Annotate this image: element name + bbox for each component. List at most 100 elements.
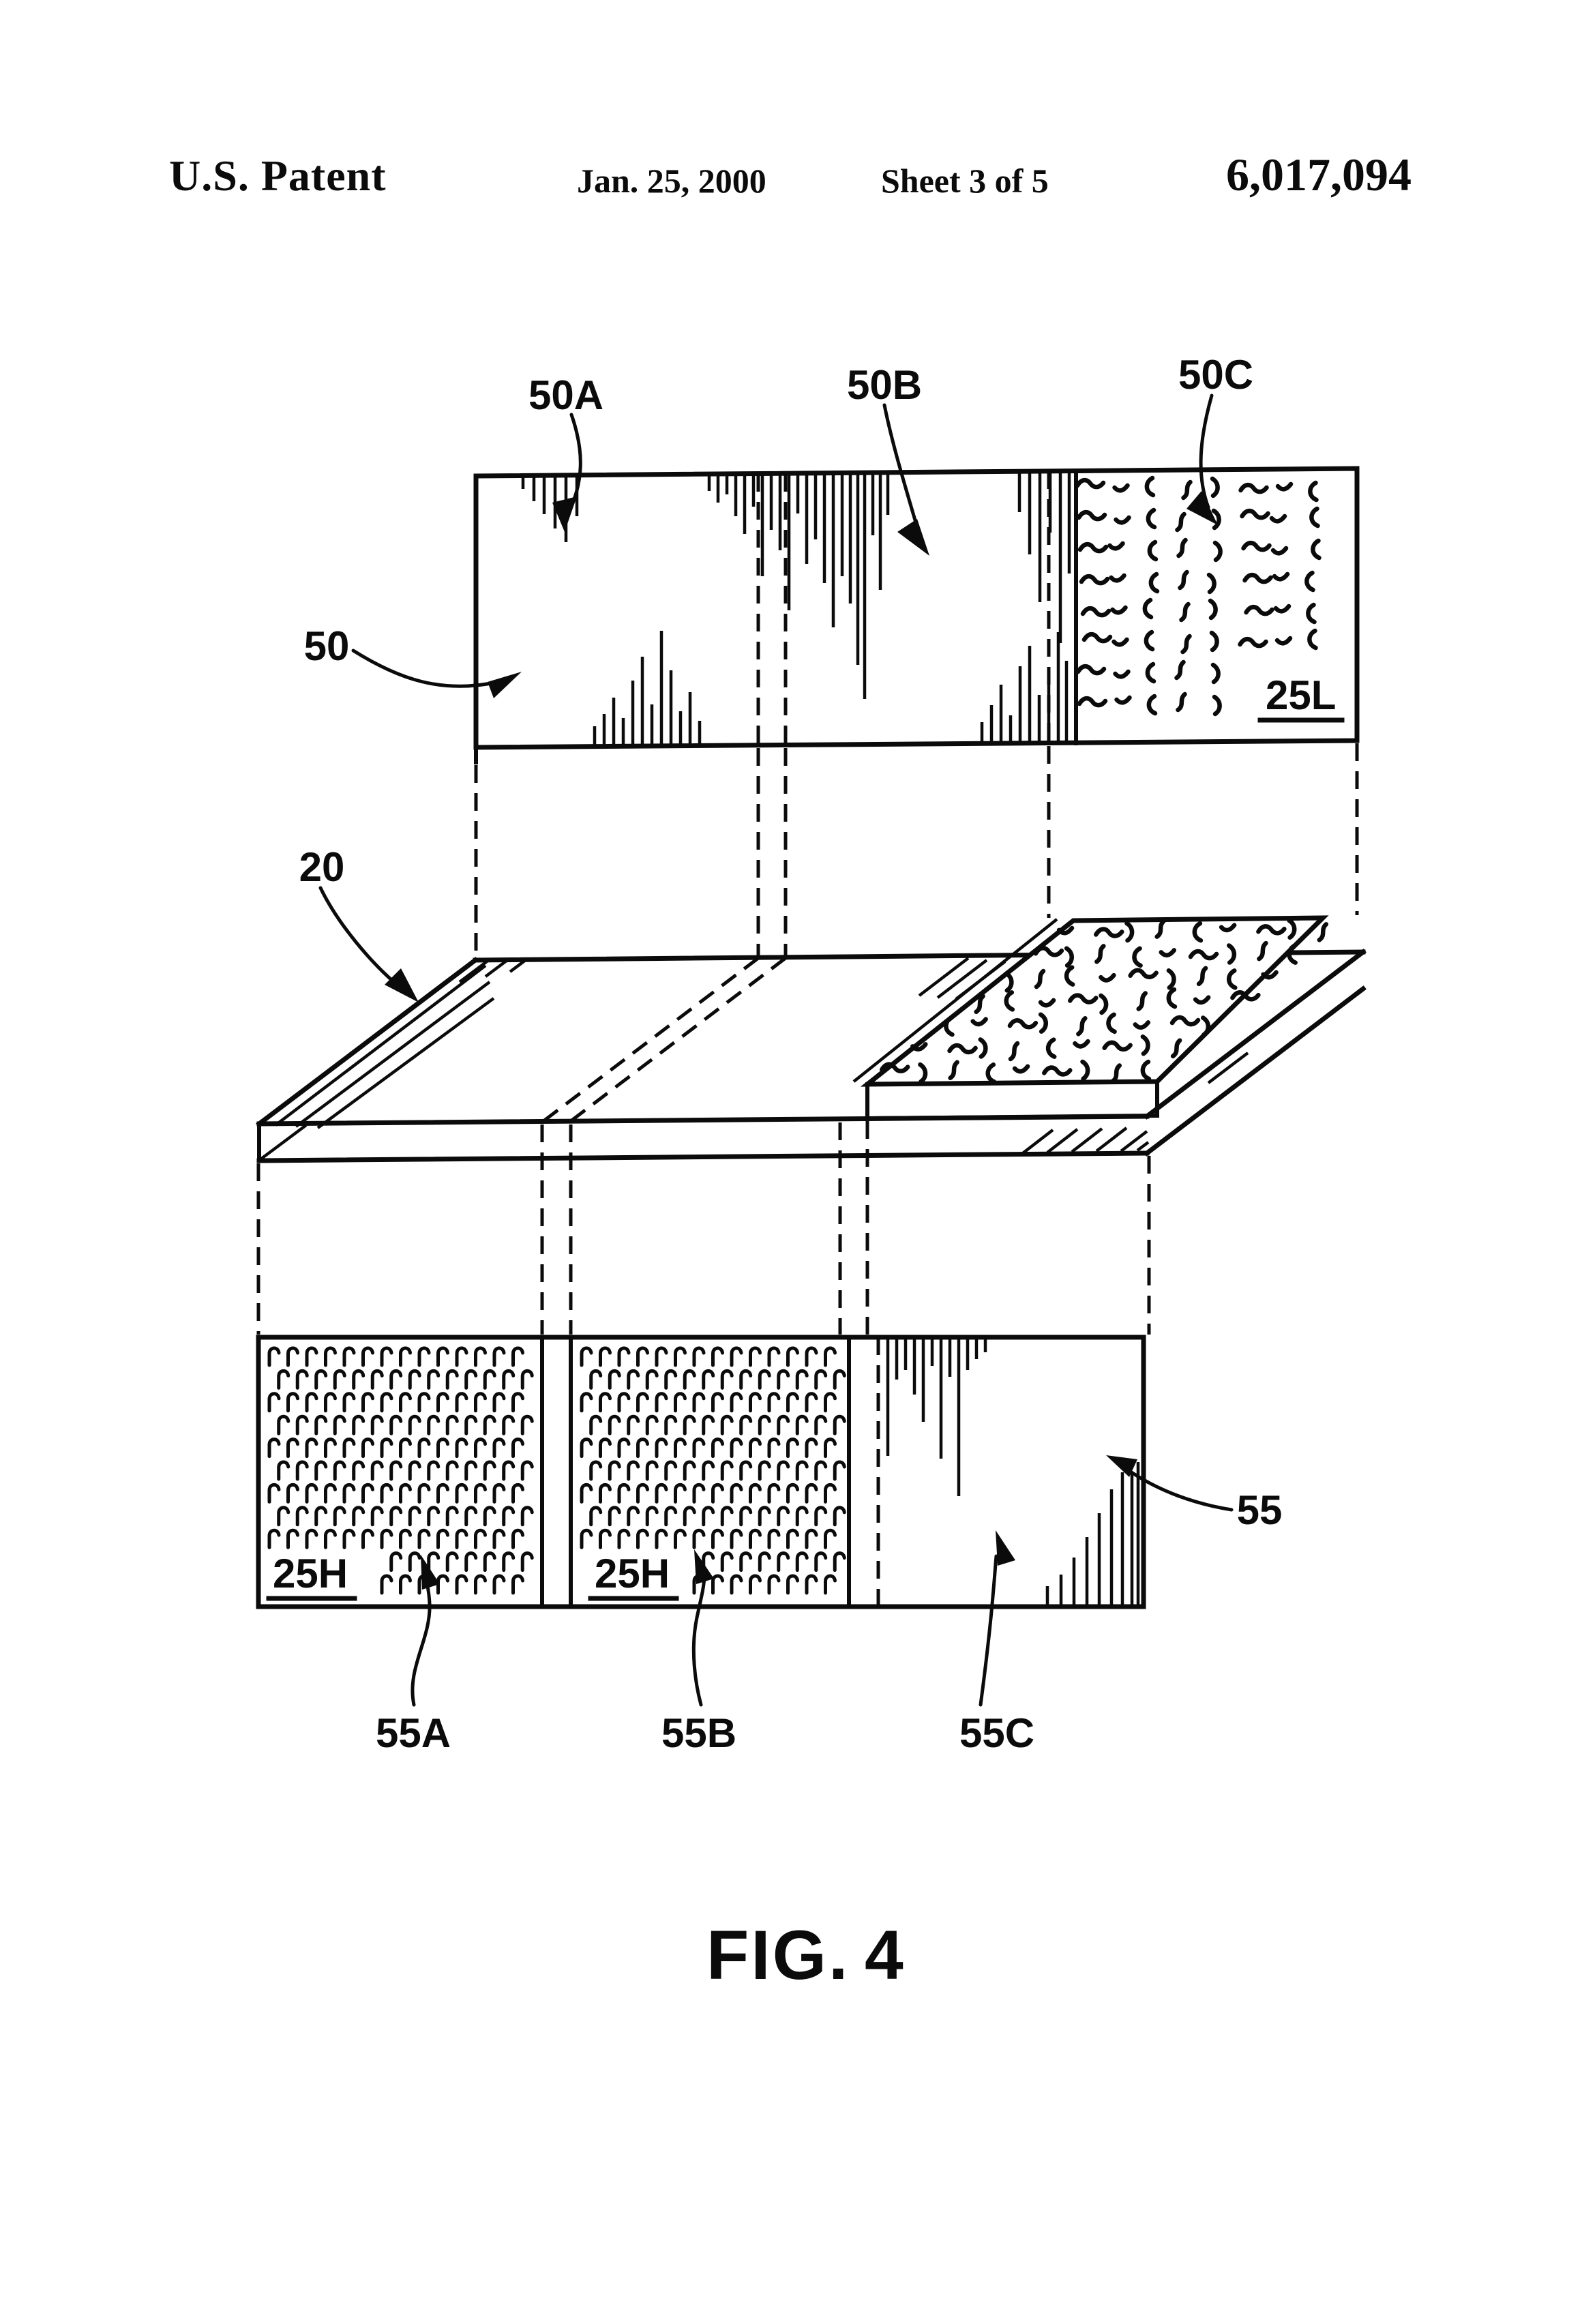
hook-glyph [749, 1574, 762, 1595]
loop-glyph [1145, 661, 1156, 684]
hook-glyph [455, 1574, 468, 1595]
loop-glyph [1111, 637, 1129, 647]
hook-glyph [342, 1483, 356, 1504]
hook-glyph [749, 1437, 762, 1459]
hook-glyph [492, 1574, 506, 1595]
loop-glyph [1170, 1038, 1182, 1059]
hook-glyph [342, 1437, 356, 1459]
hook-glyph [427, 1369, 441, 1390]
hook-glyph [692, 1437, 706, 1459]
arrowhead-50B [897, 519, 929, 556]
hook-glyph [417, 1437, 431, 1459]
patent-header-number: 6,017,094 [1226, 149, 1412, 200]
hook-glyph [655, 1483, 668, 1504]
hook-glyph [833, 1414, 846, 1435]
lower-web-hatch-lines [886, 1339, 1140, 1605]
hook-glyph [674, 1346, 687, 1367]
hook-glyph [824, 1483, 837, 1504]
hook-glyph [674, 1483, 687, 1504]
hook-glyph [720, 1369, 734, 1390]
ref-label-25H-a: 25H [273, 1551, 348, 1596]
substrate-20 [256, 915, 1367, 1163]
loop-glyph [1306, 602, 1317, 625]
hook-glyph [833, 1551, 846, 1573]
substrate-front-bottom-edge [256, 1150, 1150, 1163]
hook-glyph [389, 1369, 403, 1390]
ref-label-55C: 55C [959, 1710, 1034, 1756]
ref-label-25L: 25L [1266, 672, 1336, 718]
hook-glyph [711, 1392, 724, 1413]
loop-glyph [1045, 1037, 1057, 1059]
hook-glyph [645, 1369, 659, 1390]
hook-glyph [511, 1483, 524, 1504]
ref-label-50A: 50A [528, 372, 603, 418]
loop-glyph [1176, 691, 1187, 713]
hook-glyph [286, 1346, 299, 1367]
hook-glyph [739, 1414, 753, 1435]
ref-label-55B: 55B [661, 1710, 736, 1756]
arrowhead-50A [552, 496, 577, 532]
loop-glyph [1034, 968, 1046, 989]
hook-glyph [286, 1483, 299, 1504]
loop-glyph [1033, 946, 1064, 957]
hook-glyph [720, 1460, 734, 1481]
hook-glyph [380, 1346, 393, 1367]
loop-glyph [1004, 990, 1015, 1012]
loop-glyph [1099, 972, 1116, 983]
loop-glyph [1080, 606, 1111, 618]
hook-glyph [380, 1528, 393, 1549]
hook-glyph [739, 1551, 753, 1573]
loop-glyph [1261, 970, 1279, 980]
hook-glyph [464, 1369, 478, 1390]
loop-glyph [1193, 995, 1211, 1005]
hook-glyph [599, 1392, 612, 1413]
loop-glyph [1004, 971, 1014, 993]
hook-glyph [277, 1414, 290, 1435]
hook-glyph [277, 1506, 290, 1527]
hook-glyph [474, 1437, 487, 1459]
hook-glyph [580, 1346, 593, 1367]
loop-glyph [1178, 569, 1189, 591]
hook-glyph [730, 1528, 743, 1549]
hook-glyph [655, 1392, 668, 1413]
loop-glyph [1304, 570, 1315, 593]
loop-glyph [1140, 1059, 1152, 1082]
hook-glyph [464, 1551, 478, 1573]
hook-glyph [617, 1437, 631, 1459]
loop-glyph [1144, 475, 1156, 498]
hook-glyph [767, 1346, 781, 1367]
loop-glyph [1133, 1020, 1151, 1030]
loop-glyph [1073, 1039, 1090, 1049]
loop-glyph [1175, 511, 1186, 533]
hook-glyph [361, 1346, 374, 1367]
loop-glyph [1007, 1018, 1039, 1030]
hook-glyph [333, 1506, 346, 1527]
loop-glyph [1209, 630, 1219, 653]
loop-glyph [1148, 571, 1160, 594]
loop-glyph [1110, 1063, 1122, 1084]
hook-glyph [805, 1483, 818, 1504]
loop-glyph [1211, 508, 1221, 531]
hook-glyph [692, 1483, 706, 1504]
hook-glyph [314, 1460, 328, 1481]
hook-glyph [795, 1551, 809, 1573]
hook-glyph [702, 1414, 715, 1435]
hook-glyph [580, 1392, 593, 1413]
loop-glyph [1114, 695, 1132, 705]
hook-glyph [786, 1528, 799, 1549]
hook-glyph [361, 1528, 374, 1549]
loop-glyph [1212, 694, 1222, 717]
loop-glyph [1076, 509, 1107, 522]
loop-glyph [1287, 918, 1297, 940]
hook-glyph [389, 1414, 403, 1435]
loop-glyph [1110, 605, 1128, 615]
hook-glyph [664, 1506, 678, 1527]
loop-glyph [1238, 482, 1269, 494]
hook-glyph [502, 1369, 516, 1390]
arrowhead-55 [1106, 1455, 1137, 1477]
hook-glyph [502, 1460, 516, 1481]
hook-glyph [702, 1460, 715, 1481]
hook-glyph [767, 1574, 781, 1595]
loop-glyph [970, 1017, 988, 1027]
surface-boundary-dashed-1 [542, 957, 760, 1122]
